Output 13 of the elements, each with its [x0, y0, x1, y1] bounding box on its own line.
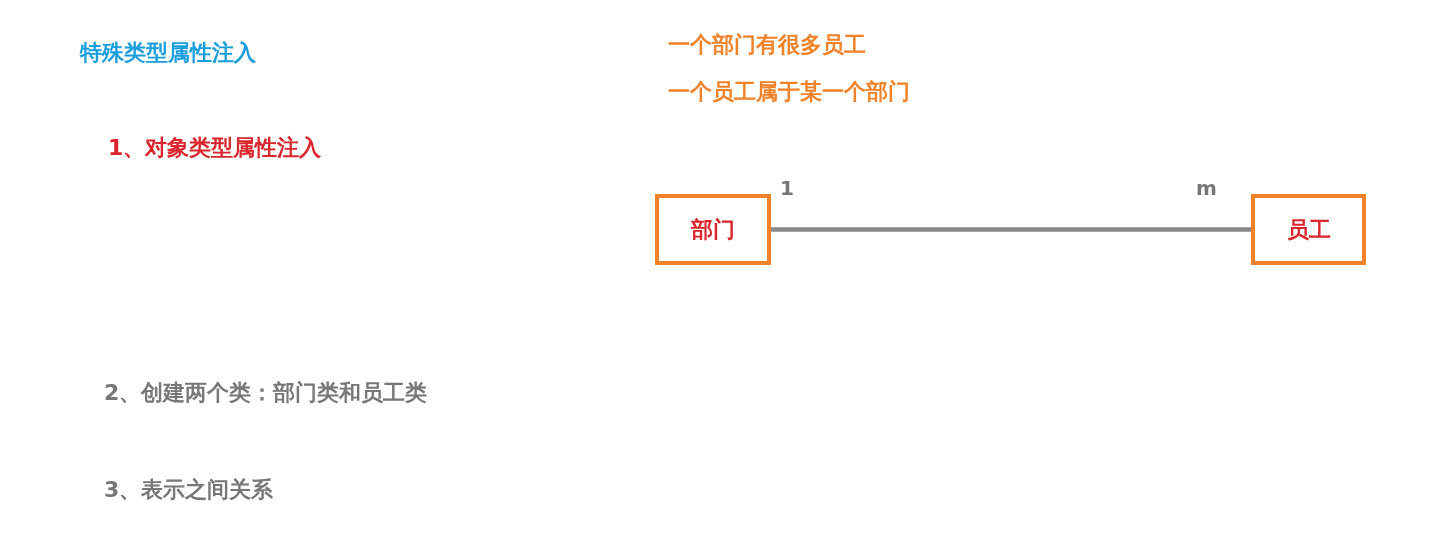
- entity-box: [655, 194, 771, 265]
- entity-name: 员工: [1286, 215, 1331, 244]
- step-text: 3、表示之间关系: [104, 476, 274, 504]
- step-text: 1、对象类型属性注入: [108, 134, 322, 162]
- entity-box: [1251, 194, 1366, 265]
- multiplicity-label: m: [1196, 176, 1217, 200]
- note-text: 一个员工属于某一个部门: [668, 78, 910, 106]
- connector-line: [771, 227, 1251, 232]
- step-text: 2、创建两个类：部门类和员工类: [104, 379, 428, 407]
- heading: 特殊类型属性注入: [80, 39, 256, 67]
- multiplicity-label: 1: [780, 176, 794, 200]
- note-text: 一个部门有很多员工: [668, 31, 866, 59]
- entity-name: 部门: [691, 215, 735, 244]
